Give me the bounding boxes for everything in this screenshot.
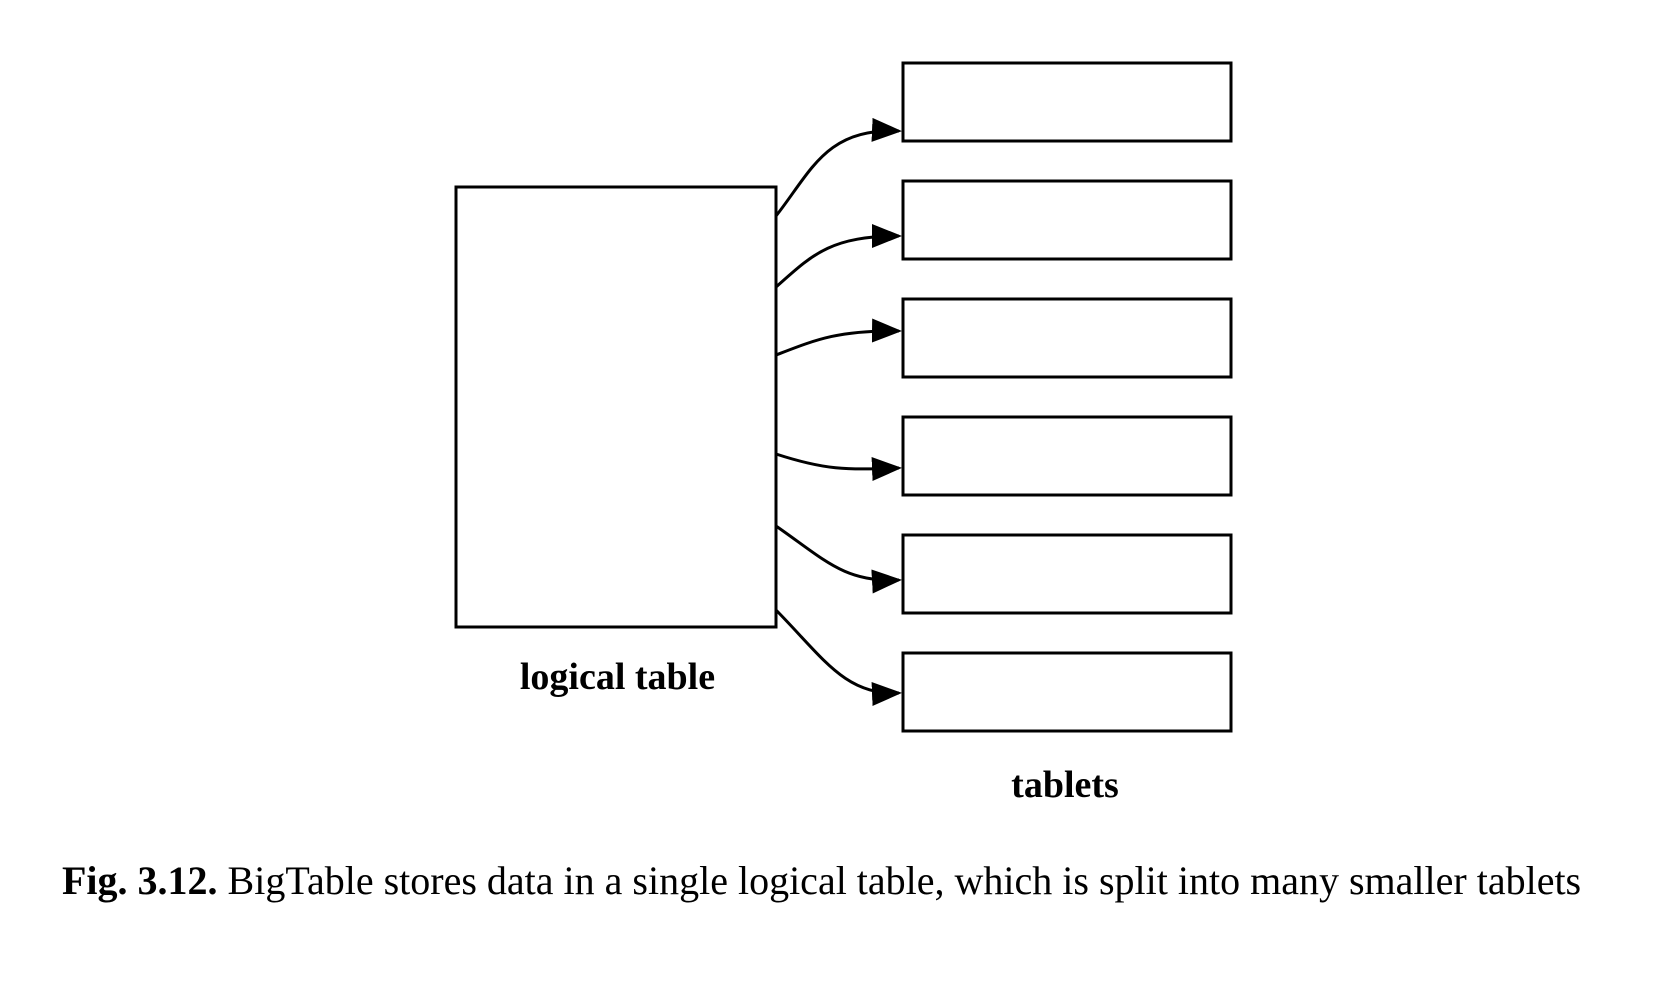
split-arrows — [774, 117, 902, 706]
tablet-box — [901, 415, 1233, 497]
tablets-label: tablets — [1011, 764, 1119, 806]
split-arrow — [774, 608, 902, 706]
tablets-group — [901, 61, 1233, 733]
logical-table-label: logical table — [519, 656, 716, 698]
bigtable-diagram — [454, 61, 1233, 733]
split-arrow — [775, 524, 902, 594]
split-arrow — [775, 452, 902, 481]
split-arrow — [775, 318, 902, 357]
tablet-box — [901, 179, 1233, 261]
figure-number: Fig. 3.12. — [62, 858, 218, 903]
figure-caption: Fig. 3.12. BigTable stores data in a sin… — [62, 856, 1642, 906]
caption-text: BigTable stores data in a single logical… — [217, 858, 1582, 903]
split-arrow — [775, 224, 902, 289]
tablet-box — [901, 651, 1233, 733]
logical-table-box — [454, 185, 778, 629]
tablet-box — [901, 61, 1233, 143]
split-arrow — [774, 117, 902, 217]
tablet-box — [901, 297, 1233, 379]
tablet-box — [901, 533, 1233, 615]
